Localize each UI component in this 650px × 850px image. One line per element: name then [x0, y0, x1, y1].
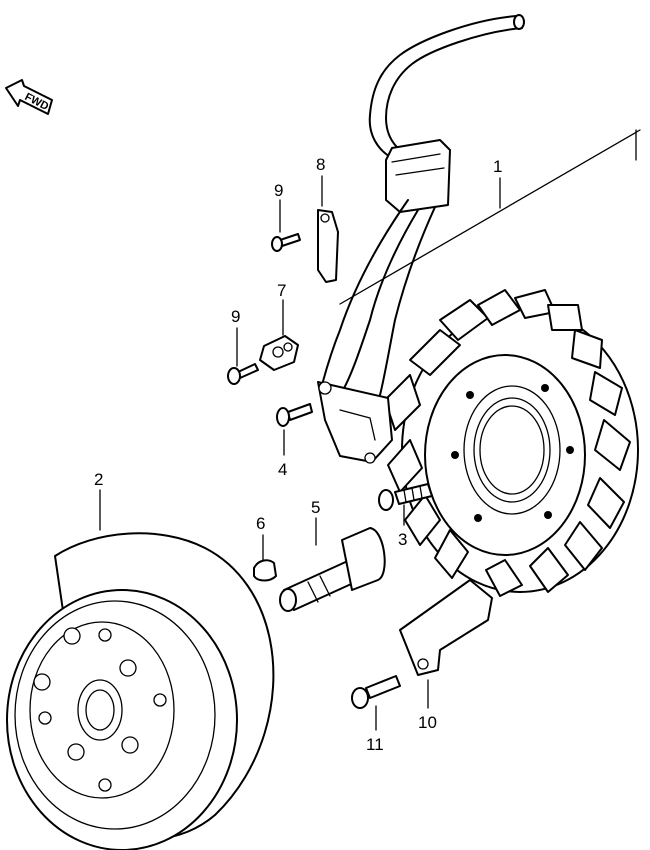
callout-2: 2 [94, 470, 103, 489]
callout-9-upper: 9 [274, 181, 283, 200]
bolt-11 [351, 675, 401, 709]
callout-11: 11 [366, 735, 384, 754]
callout-6: 6 [256, 514, 265, 533]
screw-9-lower [227, 363, 259, 385]
fwd-arrow-icon: FWD [5, 79, 53, 115]
leader-lines [99, 129, 641, 731]
callout-5: 5 [311, 498, 320, 517]
wire-harness [321, 14, 525, 396]
clip-7 [259, 335, 299, 371]
bolt-3 [378, 483, 433, 511]
callout-8: 8 [316, 155, 325, 174]
stator [384, 289, 639, 597]
callouts: 1 2 3 4 5 6 7 8 9 9 10 11 [94, 155, 502, 754]
screw-4 [276, 403, 313, 427]
wire-clamp-bracket [317, 381, 393, 464]
rotor [6, 532, 275, 850]
bolt-5 [279, 527, 386, 612]
bracket-10 [399, 579, 493, 676]
callout-7: 7 [277, 281, 286, 300]
callout-9-lower: 9 [231, 307, 240, 326]
callout-1: 1 [493, 157, 502, 176]
plate-8 [317, 209, 339, 283]
callout-4: 4 [278, 460, 287, 479]
screw-9-upper [271, 233, 301, 252]
callout-10: 10 [418, 713, 437, 732]
callout-3: 3 [398, 530, 407, 549]
key-6 [253, 559, 277, 582]
fwd-label: FWD [23, 91, 51, 113]
